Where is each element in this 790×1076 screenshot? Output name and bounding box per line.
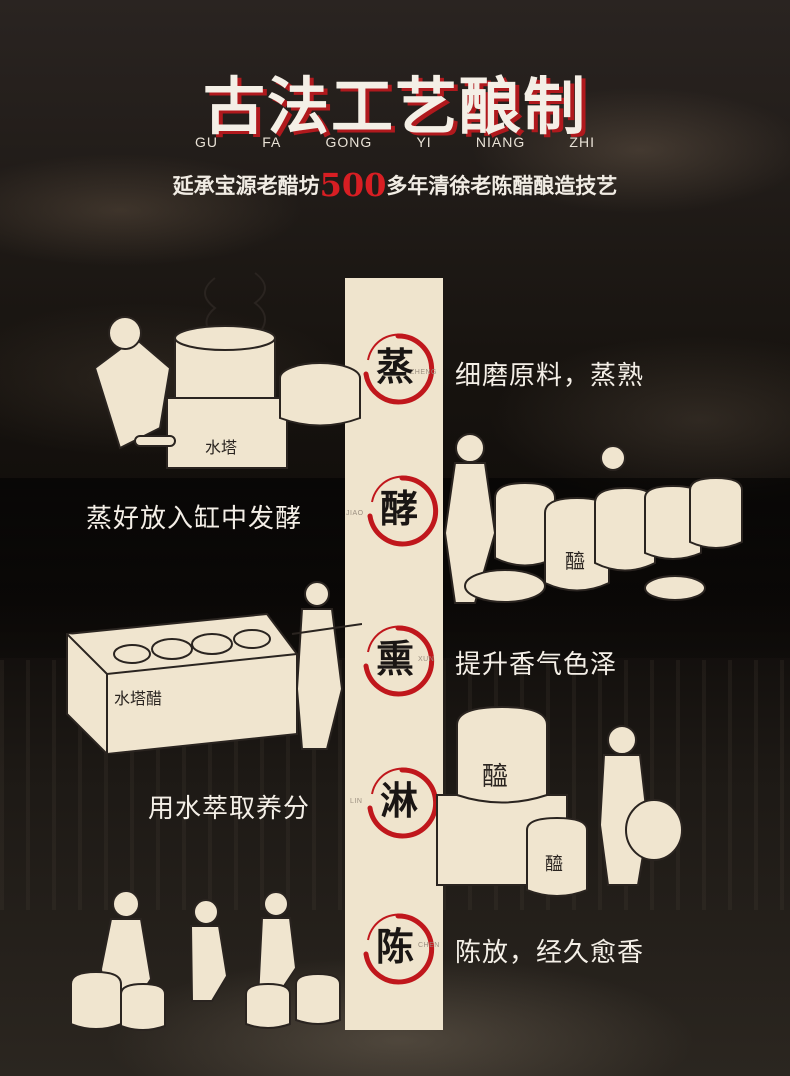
- pinyin-syllable: GU: [195, 134, 218, 150]
- step-pinyin: CHEN: [418, 942, 440, 949]
- subtitle-years: 500: [319, 166, 387, 204]
- step-pinyin: JIAO: [346, 510, 364, 517]
- step-badge-lin: 淋: [362, 764, 439, 839]
- subtitle-post: 多年清徐老陈醋酿造技艺: [386, 174, 618, 198]
- pinyin-syllable: FA: [262, 134, 282, 150]
- step-char: 酵: [379, 487, 418, 531]
- fermentation-jars-illustration: 醯: [443, 433, 743, 604]
- step-desc: 陈放，经久愈香: [455, 938, 645, 968]
- pinyin-syllable: YI: [416, 134, 432, 150]
- step-desc: 用水萃取养分: [148, 794, 311, 824]
- pinyin-syllable: NIANG: [475, 134, 526, 150]
- step-badge-xun: 熏: [358, 622, 435, 697]
- step-char: 蒸: [375, 345, 414, 389]
- step-badge-chen: 陈: [358, 910, 435, 985]
- small-jar-label: 醯: [545, 854, 563, 875]
- title-pinyin: GU FA GONG YI NIANG ZHI: [195, 134, 595, 150]
- step-char: 陈: [375, 925, 414, 969]
- leaching-illustration: 醯 醯: [436, 705, 683, 897]
- step-desc: 细磨原料，蒸熟: [455, 361, 645, 391]
- pinyin-syllable: GONG: [325, 134, 373, 150]
- ink-circle-icon: [363, 625, 435, 697]
- step-pinyin: ZHENG: [410, 369, 437, 376]
- aging-storage-illustration: [70, 890, 341, 1031]
- ink-circle-icon: [363, 913, 435, 985]
- step-badge-jiao: 酵: [362, 472, 439, 547]
- subtitle: 延承宝源老醋坊500多年清徐老陈醋酿造技艺: [0, 166, 790, 204]
- page-title: 古法工艺酿制: [202, 70, 587, 143]
- step-char: 淋: [379, 779, 418, 823]
- step-pinyin: LIN: [350, 798, 363, 805]
- pinyin-syllable: ZHI: [569, 134, 595, 150]
- steaming-stove-illustration: 水塔: [95, 272, 361, 469]
- kiln-label: 水塔醋: [114, 689, 162, 708]
- big-jar-label: 醯: [482, 762, 508, 792]
- step-desc: 提升香气色泽: [455, 650, 618, 680]
- step-desc: 蒸好放入缸中发酵: [86, 504, 303, 534]
- stove-label: 水塔: [205, 438, 237, 457]
- ink-circle-icon: [367, 475, 439, 547]
- subtitle-pre: 延承宝源老醋坊: [172, 174, 320, 198]
- ink-circle-icon: [363, 333, 435, 405]
- ink-circle-icon: [367, 767, 439, 839]
- step-char: 熏: [375, 637, 414, 681]
- smoking-kiln-illustration: 水塔醋: [66, 581, 362, 754]
- step-badge-zheng: 蒸: [358, 330, 435, 405]
- jar-label: 醯: [565, 549, 585, 573]
- step-pinyin: XUN: [418, 656, 435, 663]
